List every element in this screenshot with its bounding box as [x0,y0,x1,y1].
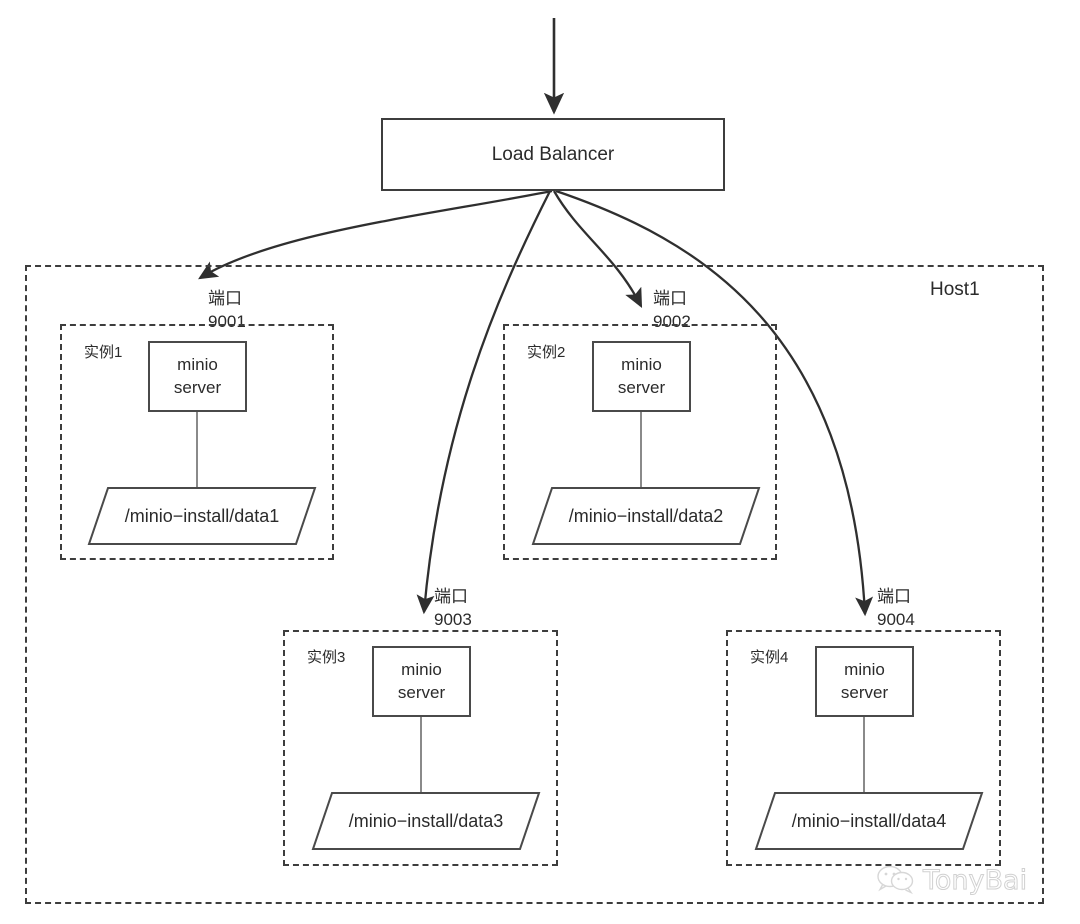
instance3-label: 实例3 [307,649,346,666]
instance4-container[interactable] [726,630,1001,866]
instance4-storage-node[interactable]: /minio−install/data4 [754,792,984,850]
port-label-9003: 端口 9003 [434,586,472,632]
instance4-storage-shape [754,792,984,850]
port-label-9004-number: 9004 [877,609,915,629]
instance1-server-line2: server [173,377,222,397]
instance1-storage-node[interactable]: /minio−install/data1 [87,487,317,545]
instance2-container[interactable] [503,324,777,560]
instance1-storage-shape [87,487,317,545]
host1-container [25,265,1044,904]
instance1-container[interactable] [60,324,334,560]
instance3-server-line1: minio [401,659,442,679]
load-balancer-label: Load Balancer [491,143,615,165]
instance2-server-line1: minio [621,354,662,374]
port-label-9002-number: 9002 [653,311,691,331]
port-label-9003-number: 9003 [434,609,472,629]
port-label-9004-name: 端口 [877,587,911,606]
instance3-storage-node[interactable]: /minio−install/data3 [311,792,541,850]
edge-lb-to-instance1 [198,189,553,280]
port-label-9001-number: 9001 [208,311,246,331]
instance4-server-line1: minio [844,659,885,679]
watermark: TonyBai [876,864,1028,896]
edge-lb-to-instance4 [555,189,874,617]
edge-lb-to-instance2 [553,190,643,309]
host1-label: Host1 [930,279,980,300]
edge-lb-to-instance3 [416,190,552,615]
instance4-label: 实例4 [750,649,789,666]
instance2-storage-shape [531,487,761,545]
instance2-storage-node[interactable]: /minio−install/data2 [531,487,761,545]
port-label-9001: 端口 9001 [208,288,246,334]
port-label-9002-name: 端口 [653,289,687,308]
instance1-label: 实例1 [84,344,123,361]
instance1-server-line1: minio [177,354,218,374]
port-label-9002: 端口 9002 [653,288,691,334]
watermark-text: TonyBai [922,864,1028,896]
instance3-storage-shape [311,792,541,850]
instance4-minio-server-node[interactable]: minio server [815,646,914,717]
load-balancer-node[interactable]: Load Balancer [381,118,725,191]
instance4-server-line2: server [840,682,889,702]
port-label-9004: 端口 9004 [877,586,915,632]
instance2-server-line2: server [617,377,666,397]
port-label-9003-name: 端口 [434,587,468,606]
instance3-server-line2: server [397,682,446,702]
port-label-9001-name: 端口 [208,289,242,308]
instance1-minio-server-node[interactable]: minio server [148,341,247,412]
wechat-icon [877,865,914,895]
instance2-minio-server-node[interactable]: minio server [592,341,691,412]
instance2-label: 实例2 [527,344,566,361]
instance3-minio-server-node[interactable]: minio server [372,646,471,717]
instance3-container[interactable] [283,630,558,866]
